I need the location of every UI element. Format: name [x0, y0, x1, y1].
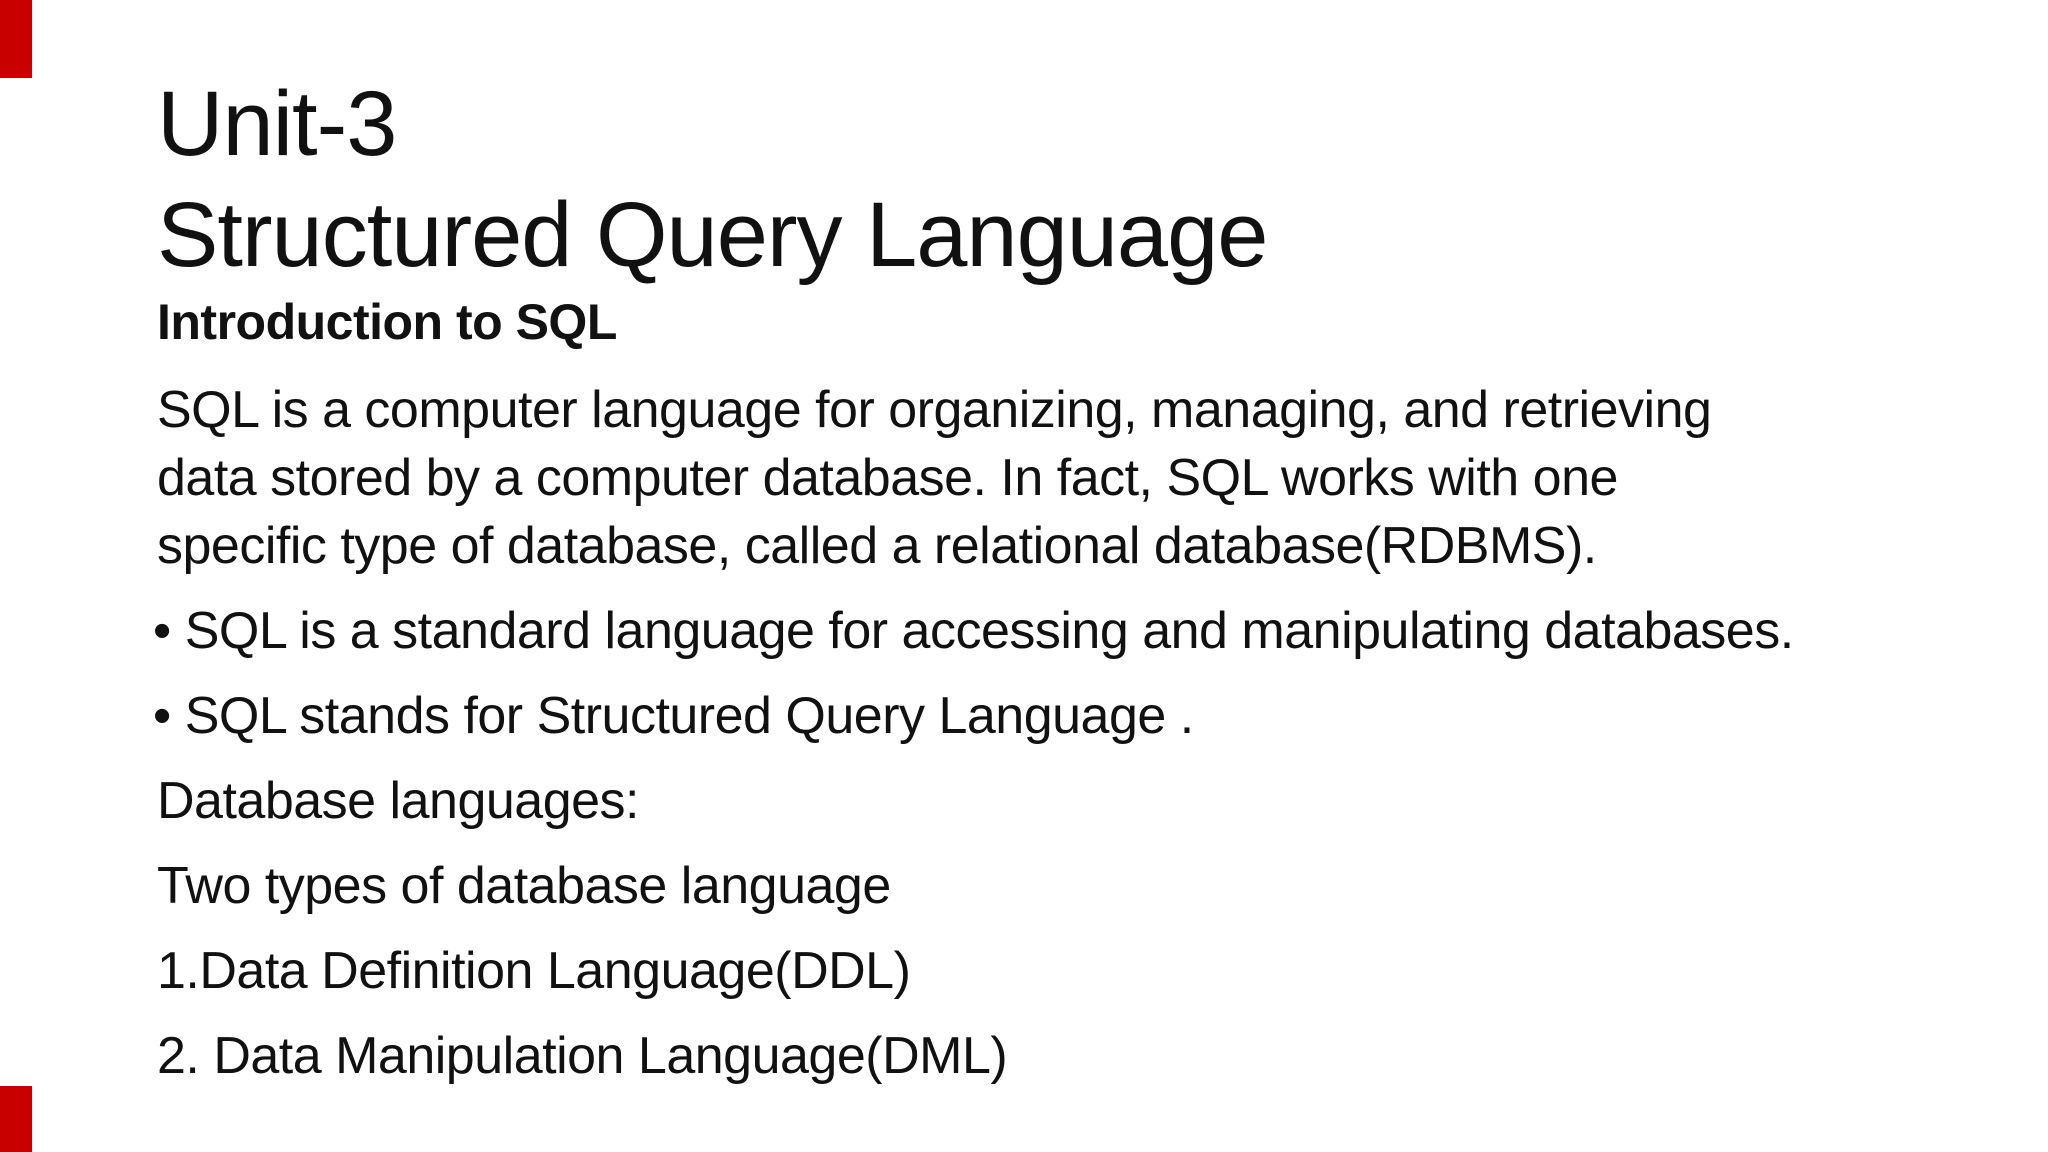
line-two-types: Two types of database language — [157, 857, 891, 915]
red-edge-marker-top-left — [0, 0, 32, 78]
slide-content: Unit-3 Structured Query Language Introdu… — [153, 69, 2017, 1090]
bullet-icon: • — [153, 602, 171, 660]
intro-paragraph: SQL is a computer language for organizin… — [157, 376, 2017, 580]
bullet-item-1: •SQL is a standard language for accessin… — [153, 597, 2017, 665]
bullet-item-2: •SQL stands for Structured Query Languag… — [153, 682, 2017, 750]
paragraph-line: data stored by a computer database. In f… — [157, 449, 1618, 507]
numbered-item-2: 2. Data Manipulation Language(DML) — [157, 1027, 1008, 1085]
red-edge-marker-bottom-left — [0, 1086, 32, 1152]
paragraph-line: SQL is a computer language for organizin… — [157, 381, 1712, 439]
bullet-icon: • — [153, 687, 171, 745]
bullet-text: SQL is a standard language for accessing… — [184, 602, 1794, 660]
line-database-languages: Database languages: — [157, 772, 640, 830]
title-line-2: Structured Query Language — [157, 184, 1268, 286]
bullet-text: SQL stands for Structured Query Language… — [184, 687, 1195, 745]
paragraph-line: specific type of database, called a rela… — [157, 517, 1597, 575]
slide-title: Unit-3 Structured Query Language — [157, 69, 2017, 291]
title-line-1: Unit-3 — [157, 73, 397, 175]
numbered-item-1: 1.Data Definition Language(DDL) — [157, 942, 911, 1000]
section-heading: Introduction to SQL — [157, 294, 617, 350]
